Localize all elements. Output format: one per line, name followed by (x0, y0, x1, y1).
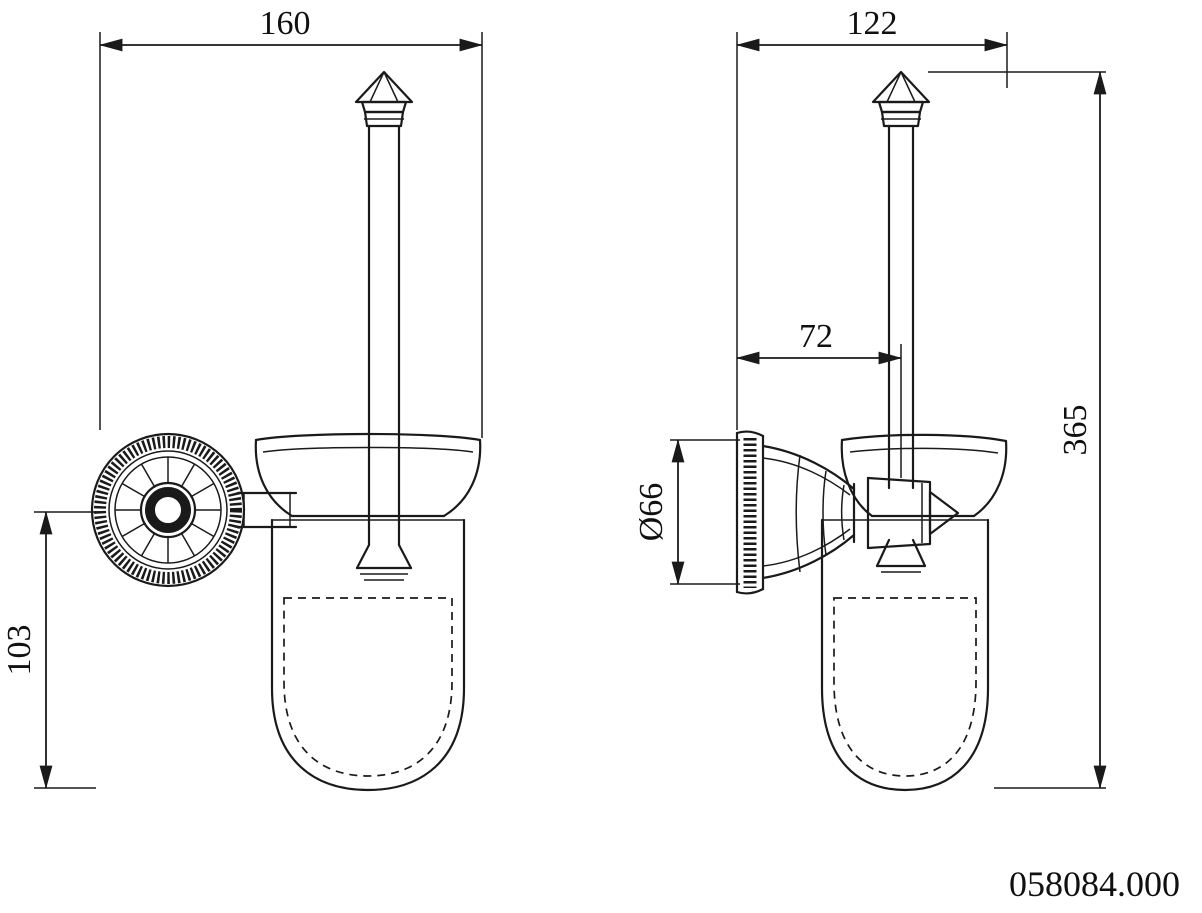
dimension-label-cup-height: 103 (1, 625, 38, 676)
mounting-arm (236, 491, 298, 529)
dimension-label-wall-to-axis: 72 (799, 318, 833, 355)
glass-cup-side (820, 433, 1008, 792)
brush-handle-front (354, 70, 414, 581)
side-view: 122 72 365 Ø66 (633, 5, 1107, 792)
part-number: 058084.000 (1009, 864, 1180, 904)
dimension-label-flange-diameter: Ø66 (633, 483, 670, 542)
dimension-label-overall-height: 365 (1057, 405, 1094, 456)
dimension-label-depth: 122 (847, 5, 898, 42)
wall-rosette (90, 432, 246, 588)
dimension-overall-height-365: 365 (928, 71, 1107, 789)
dimension-width-160: 160 (99, 5, 483, 438)
glass-cup-front (254, 432, 482, 792)
dimension-cup-height-103: 103 (1, 511, 96, 789)
dimension-label-width-front: 160 (260, 5, 311, 42)
dimension-flange-diameter-66: Ø66 (633, 439, 740, 585)
wall-bracket (735, 430, 960, 595)
dimension-wall-to-axis-72: 72 (736, 318, 902, 478)
brush-handle-side (871, 70, 931, 573)
front-view: 160 103 (1, 5, 483, 792)
rosette-spokes (115, 457, 221, 563)
dimension-depth-122: 122 (736, 5, 1008, 430)
